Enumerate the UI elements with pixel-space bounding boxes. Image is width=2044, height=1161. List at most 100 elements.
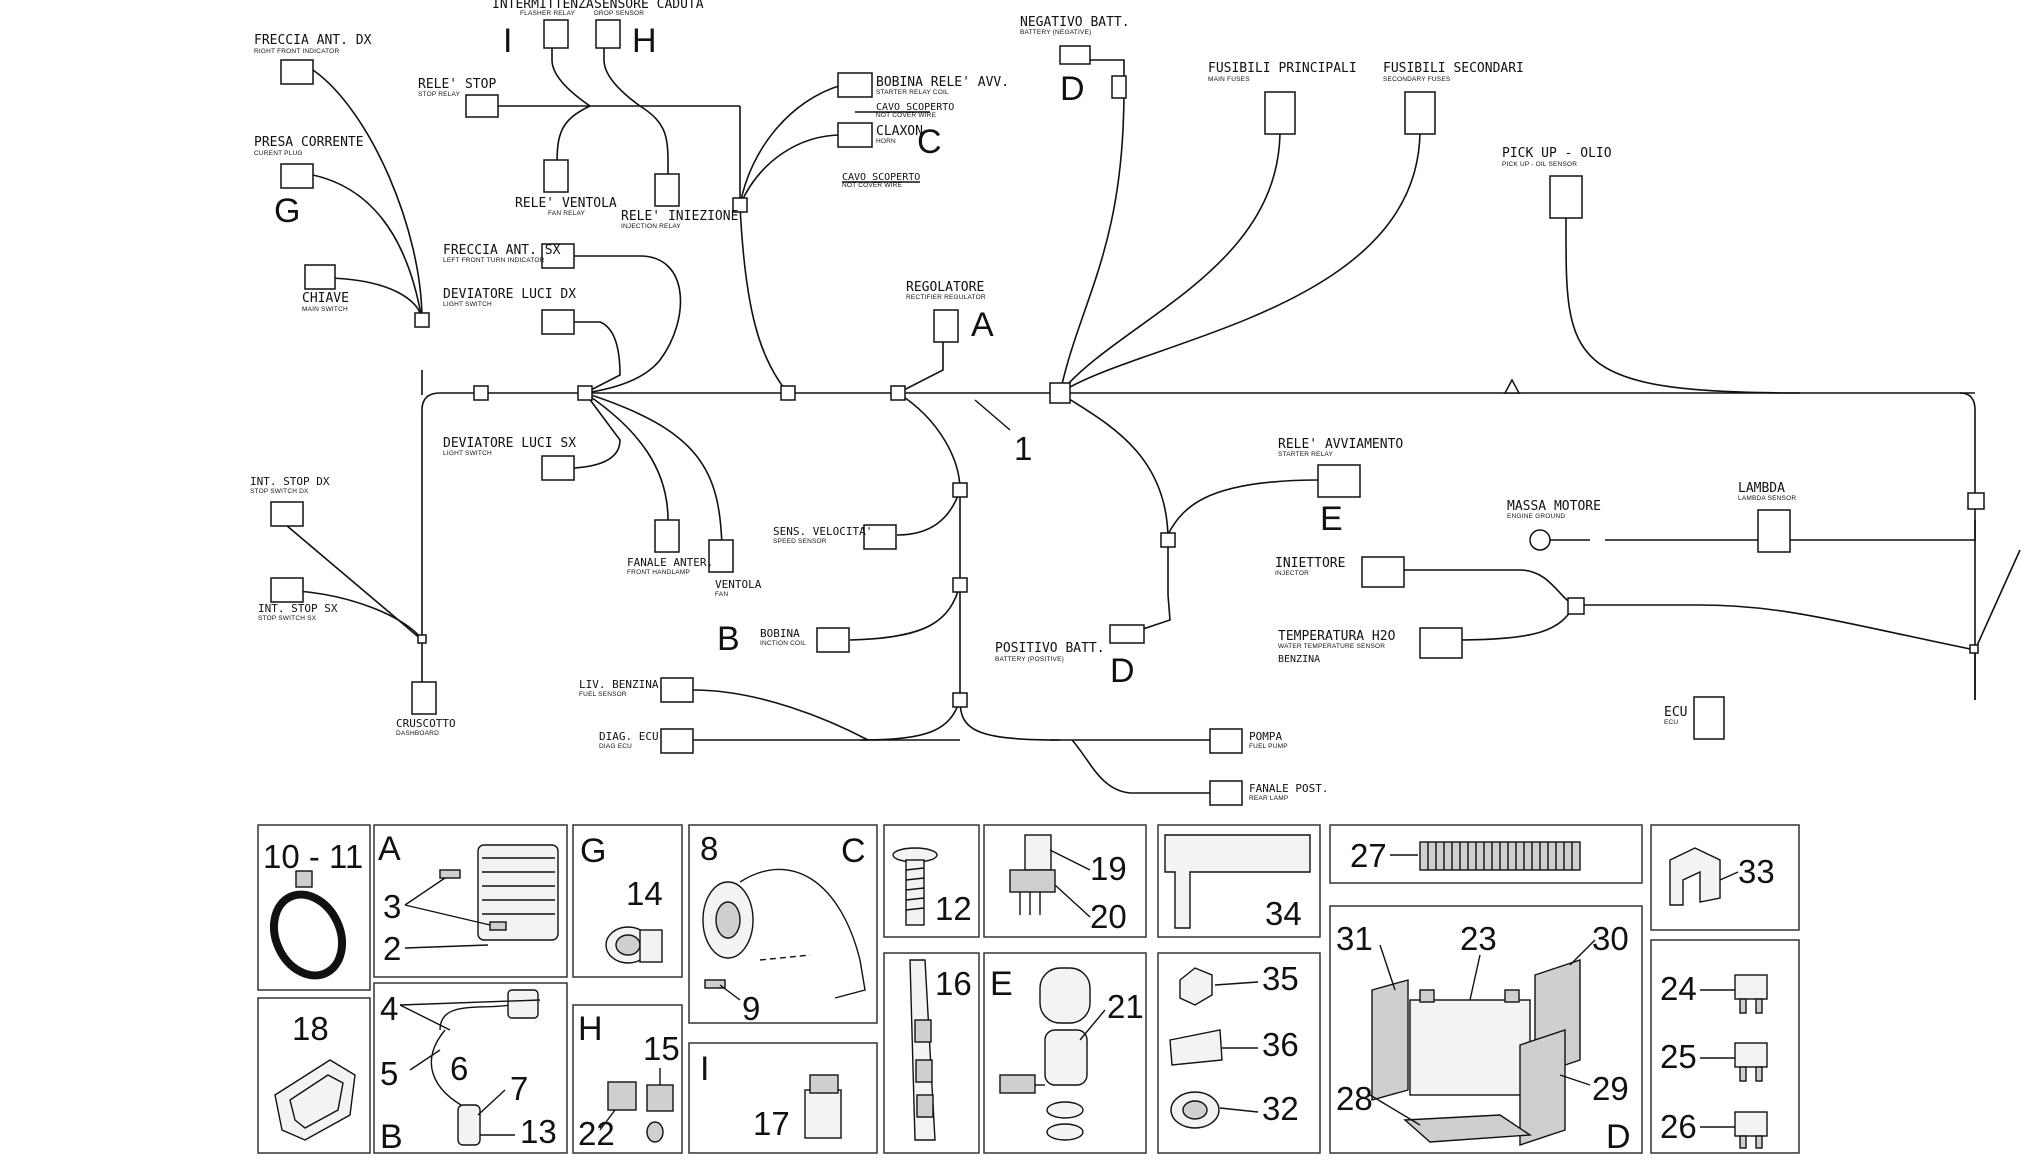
label-benzina: BENZINA xyxy=(1278,654,1320,665)
svg-text:BATTERY (POSITIVE): BATTERY (POSITIVE) xyxy=(995,656,1064,663)
svg-text:D: D xyxy=(1606,1118,1631,1156)
svg-text:I: I xyxy=(700,1050,709,1088)
letter-h-sensore: H xyxy=(632,22,657,60)
connector-temperatura-h2o xyxy=(1419,627,1463,659)
connector-ventola xyxy=(708,539,734,573)
label-cruscotto: CRUSCOTTO xyxy=(396,717,456,730)
ring-terminal-massa-motore xyxy=(1529,529,1551,551)
letter-g-presa: G xyxy=(274,192,300,230)
label-pompa: POMPA xyxy=(1249,730,1282,743)
svg-text:ENGINE GROUND: ENGINE GROUND xyxy=(1507,513,1565,520)
letter-d-negativo: D xyxy=(1060,70,1085,108)
letter-b-bobina: B xyxy=(717,620,740,658)
connector-liv-benzina xyxy=(660,677,694,703)
connector-freccia-ant-dx xyxy=(280,59,314,85)
svg-text:CURENT PLUG: CURENT PLUG xyxy=(254,150,303,157)
panel-i: I 17 xyxy=(688,1042,878,1154)
svg-text:STOP SWITCH DX: STOP SWITCH DX xyxy=(250,488,309,495)
panel-c-horn: 8 C 9 xyxy=(688,824,878,1027)
svg-text:FAN RELAY: FAN RELAY xyxy=(548,210,586,217)
connector-positivo-batt xyxy=(1109,624,1145,644)
svg-text:2: 2 xyxy=(383,930,401,967)
svg-text:H: H xyxy=(578,1010,603,1048)
label-fanale-post: FANALE POST. xyxy=(1249,782,1328,795)
connector-bobina xyxy=(816,627,850,653)
svg-text:DASHBOARD: DASHBOARD xyxy=(396,730,439,737)
svg-text:29: 29 xyxy=(1592,1070,1629,1107)
letter-d-positivo: D xyxy=(1110,652,1135,690)
connector-rele-avviamento xyxy=(1317,464,1361,498)
panel-b-coil: 4 5 6 7 13 B xyxy=(373,982,568,1156)
svg-text:22: 22 xyxy=(578,1115,615,1152)
svg-text:DROP SENSOR: DROP SENSOR xyxy=(594,10,644,17)
svg-text:12: 12 xyxy=(935,890,972,927)
connector-deviatore-luci-sx xyxy=(541,455,575,481)
label-rele-iniezione: RELE' INIEZIONE xyxy=(621,209,738,224)
label-cavo-scoperto-1: CAVO SCOPERTO xyxy=(876,102,954,113)
label-sens-velocita: SENS. VELOCITA' xyxy=(773,525,872,538)
svg-text:MAIN SWITCH: MAIN SWITCH xyxy=(302,306,348,313)
svg-text:RIGHT FRONT INDICATOR: RIGHT FRONT INDICATOR xyxy=(254,48,339,55)
svg-text:27: 27 xyxy=(1350,837,1387,874)
panel-10-11-number: 10 - 11 xyxy=(263,838,363,875)
svg-text:14: 14 xyxy=(626,875,663,912)
svg-text:NOT COVER WIRE: NOT COVER WIRE xyxy=(876,112,937,119)
panel-g-socket: G 14 xyxy=(572,824,683,978)
svg-text:ECU: ECU xyxy=(1664,719,1678,726)
connector-fusibili-principali xyxy=(1264,91,1296,135)
panel-27: 27 xyxy=(1329,824,1643,884)
svg-text:SPEED SENSOR: SPEED SENSOR xyxy=(773,538,827,545)
label-deviatore-luci-sx: DEVIATORE LUCI SX xyxy=(443,436,576,451)
svg-text:LEFT FRONT TURN INDICATOR: LEFT FRONT TURN INDICATOR xyxy=(443,257,545,264)
letter-c-claxon: C xyxy=(917,123,942,161)
connector-regolatore xyxy=(933,309,959,343)
label-int-stop-dx: INT. STOP DX xyxy=(250,475,330,488)
panel-24-26-fuses: 24 25 26 xyxy=(1650,939,1800,1154)
svg-text:31: 31 xyxy=(1336,920,1373,957)
connector-intermittenza xyxy=(543,19,569,49)
svg-text:REAR LAMP: REAR LAMP xyxy=(1249,795,1288,802)
label-negativo-batt: NEGATIVO BATT. xyxy=(1020,15,1130,30)
svg-text:23: 23 xyxy=(1460,920,1497,957)
connectors xyxy=(270,19,1791,806)
connector-int-stop-dx xyxy=(270,501,304,527)
svg-text:PICK UP - OIL SENSOR: PICK UP - OIL SENSOR xyxy=(1502,161,1577,168)
connector-negativo-batt xyxy=(1059,45,1091,65)
label-intermittenza: INTERMITTENZA xyxy=(492,0,594,12)
svg-text:NOT COVER WIRE: NOT COVER WIRE xyxy=(842,182,903,189)
label-fanale-anter: FANALE ANTER. xyxy=(627,556,713,569)
svg-text:B: B xyxy=(380,1118,403,1156)
svg-text:13: 13 xyxy=(520,1113,557,1150)
svg-text:C: C xyxy=(841,832,866,870)
connector-deviatore-luci-dx xyxy=(541,309,575,335)
svg-text:BATTERY (NEGATIVE): BATTERY (NEGATIVE) xyxy=(1020,29,1091,36)
svg-text:26: 26 xyxy=(1660,1108,1697,1145)
connector-fanale-post xyxy=(1209,780,1243,806)
label-freccia-ant-dx: FRECCIA ANT. DX xyxy=(254,33,372,48)
panel-e-starter-relay: E 21 xyxy=(983,952,1147,1154)
label-bobina-rele-avv: BOBINA RELE' AVV. xyxy=(876,75,1009,90)
connector-rele-stop xyxy=(465,94,499,118)
label-ventola: VENTOLA xyxy=(715,578,762,591)
svg-text:LIGHT SWITCH: LIGHT SWITCH xyxy=(443,450,492,457)
label-rele-ventola: RELE' VENTOLA xyxy=(515,196,617,211)
svg-text:WATER TEMPERATURE SENSOR: WATER TEMPERATURE SENSOR xyxy=(1278,643,1385,650)
label-diag-ecu: DIAG. ECU xyxy=(599,730,659,743)
connector-sensore-caduta xyxy=(595,19,621,49)
panel-10-11: 10 - 11 xyxy=(257,824,371,991)
svg-text:21: 21 xyxy=(1107,988,1144,1025)
label-fusibili-secondari: FUSIBILI SECONDARI xyxy=(1383,61,1524,76)
panel-h: H 15 22 xyxy=(572,1004,683,1154)
label-pick-up-olio: PICK UP - OLIO xyxy=(1502,146,1612,161)
svg-text:INJECTION RELAY: INJECTION RELAY xyxy=(621,223,681,230)
label-freccia-ant-sx: FRECCIA ANT. SX xyxy=(443,243,561,258)
panel-a-regulator: A 3 2 xyxy=(373,824,568,978)
splice-junctions xyxy=(414,197,1985,708)
label-positivo-batt: POSITIVO BATT. xyxy=(995,641,1105,656)
connector-presa-corrente xyxy=(280,163,314,189)
svg-text:4: 4 xyxy=(380,990,398,1027)
svg-text:32: 32 xyxy=(1262,1090,1299,1127)
svg-text:34: 34 xyxy=(1265,895,1302,932)
regulator-body xyxy=(477,844,559,941)
connector-bobina-rele-avv xyxy=(837,72,873,98)
